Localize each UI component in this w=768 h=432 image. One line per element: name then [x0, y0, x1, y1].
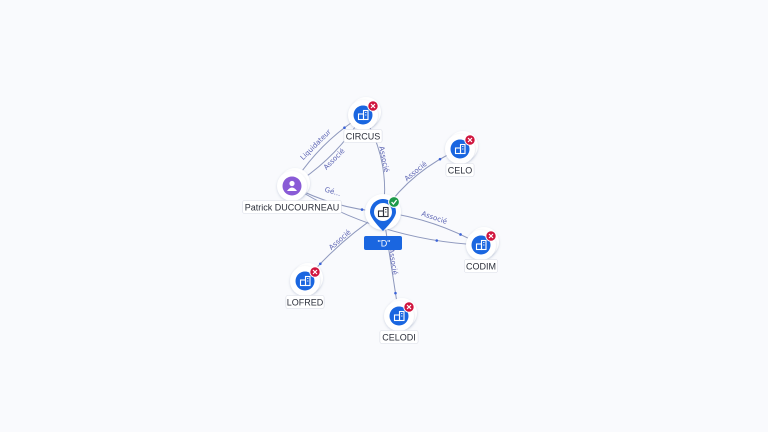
center-label: "D"	[378, 239, 391, 249]
edge-arrow	[319, 262, 322, 266]
node-codim[interactable]: CODIM	[464, 227, 499, 273]
node-label: CELODI	[382, 333, 416, 343]
edge-label: Associé	[403, 160, 429, 183]
node-label-box	[343, 129, 383, 143]
center-label-box	[364, 236, 402, 250]
node-label: CODIM	[466, 262, 496, 272]
node-label: CIRCUS	[346, 132, 381, 142]
edge-label: Gé...	[324, 186, 342, 198]
node-label-box	[379, 330, 419, 344]
closed-status-icon	[367, 100, 379, 112]
edge-label: Associé	[387, 248, 399, 275]
edge-arrow	[360, 208, 364, 211]
edge-label: Associé	[327, 228, 352, 252]
node-celodi[interactable]: CELODI	[379, 298, 419, 344]
building-icon	[357, 109, 369, 121]
node-circus[interactable]: CIRCUS	[343, 97, 383, 143]
node-patrick[interactable]: Patrick DUCOURNEAU	[242, 168, 342, 214]
closed-status-icon	[403, 301, 415, 313]
node-label-box	[242, 200, 342, 214]
closed-status-icon	[485, 230, 497, 242]
edge-label: Liquidateur	[299, 128, 333, 162]
building-icon	[454, 143, 466, 155]
node-label: Patrick DUCOURNEAU	[245, 203, 340, 213]
node-lofred[interactable]: LOFRED	[285, 263, 325, 309]
building-icon	[377, 206, 389, 218]
edge-label: Associé	[322, 147, 346, 171]
building-icon	[299, 275, 311, 287]
node-celo[interactable]: CELO	[445, 131, 478, 177]
edge-arrow	[459, 233, 462, 236]
node-label-box	[285, 295, 325, 309]
nodes-layer: CIRCUS CELO CODIM CELODI LOFRED Patrick DUCOU…	[242, 97, 499, 344]
node-label: CELO	[448, 166, 473, 176]
node-label: LOFRED	[287, 298, 324, 308]
edge-arrow	[343, 126, 346, 130]
edge-arrow	[435, 239, 439, 242]
edge-arrow	[394, 291, 397, 295]
edge-arrow	[438, 157, 442, 161]
node-label-box	[464, 259, 498, 273]
building-icon	[393, 310, 405, 322]
closed-status-icon	[309, 266, 321, 278]
edge-label: Associé	[377, 146, 390, 174]
node-label-box	[445, 163, 475, 177]
active-status-icon	[388, 196, 400, 208]
closed-status-icon	[464, 134, 476, 146]
center-node[interactable]: "D"	[364, 194, 402, 250]
building-icon	[475, 239, 487, 251]
person-icon	[287, 180, 297, 191]
